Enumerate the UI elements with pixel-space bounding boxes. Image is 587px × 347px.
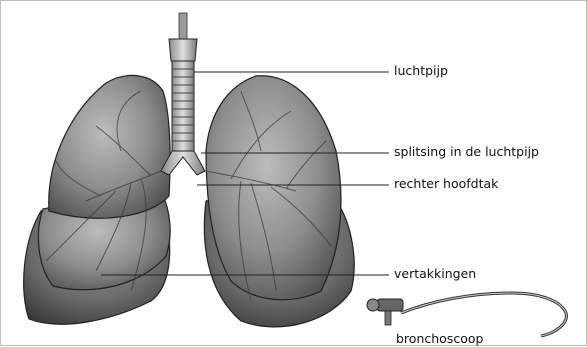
bronchoscope-grip <box>385 311 391 325</box>
larynx <box>169 39 197 61</box>
bronchoscope <box>367 293 566 336</box>
label-bronchoscope: bronchoscoop <box>396 333 483 346</box>
bronchoscope-eyepiece <box>367 299 379 311</box>
label-right-main-bronchus: rechter hoofdtak <box>394 178 498 191</box>
label-branches: vertakkingen <box>394 268 476 281</box>
trachea-tube-top <box>179 13 187 39</box>
left-lung <box>204 76 354 327</box>
right-lung-upper-lobe <box>49 75 170 218</box>
bronchoscope-tube <box>401 293 566 336</box>
bronchoscope-handle <box>377 299 403 311</box>
label-bifurcation: splitsing in de luchtpijp <box>394 146 539 159</box>
left-lung-upper-lobe <box>206 76 341 300</box>
right-lung <box>24 75 173 324</box>
label-trachea: luchtpijp <box>394 65 448 78</box>
trachea-body <box>172 61 194 151</box>
